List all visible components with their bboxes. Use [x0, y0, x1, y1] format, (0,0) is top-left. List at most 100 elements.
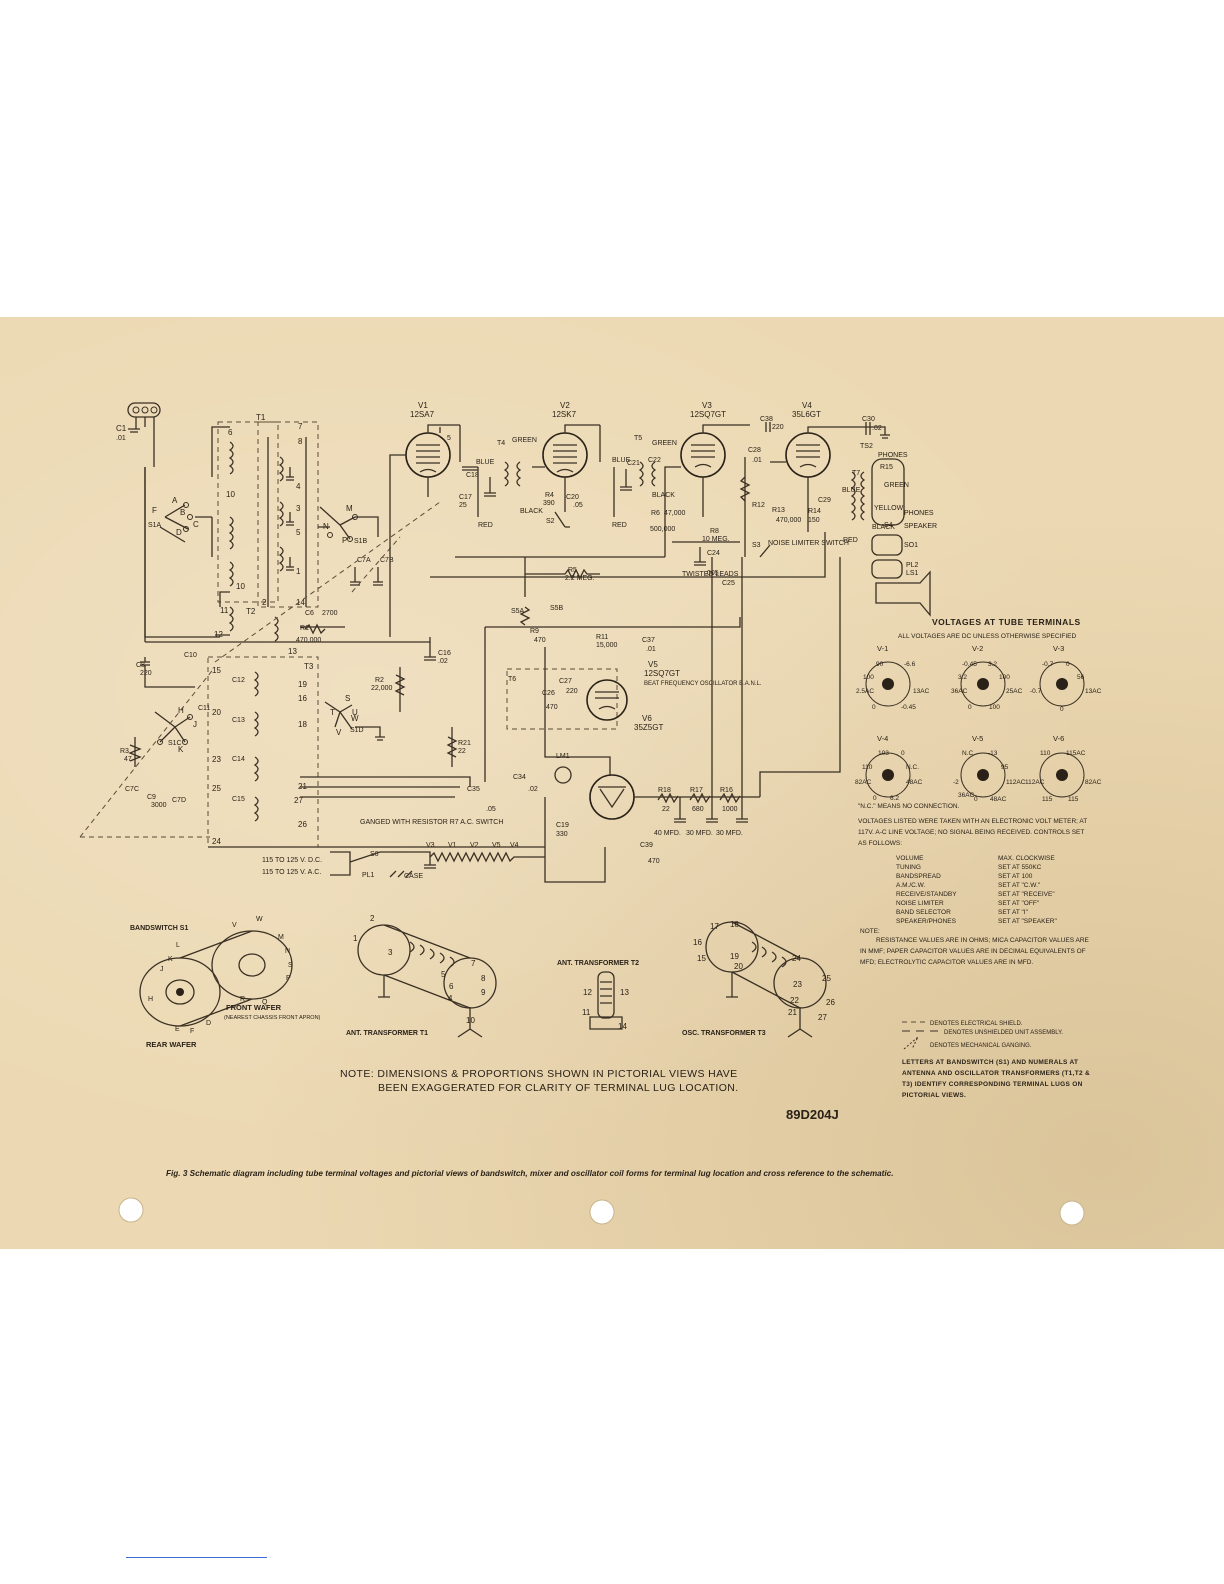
voltage-diagram-v2: V-2 -0.45 3.2 3.2 100 36AC 25AC 0 100: [951, 644, 1023, 711]
svg-text:SET AT "SPEAKER": SET AT "SPEAKER": [998, 918, 1057, 925]
svg-text:14: 14: [618, 1022, 627, 1031]
svg-text:R17: R17: [690, 787, 703, 794]
svg-text:100: 100: [999, 674, 1010, 681]
voltage-diagram-v1: V-1 90 -6.6 100 2.5AC 13AC 0 -0.45: [856, 644, 930, 711]
svg-text:12SQ7GT: 12SQ7GT: [690, 410, 726, 419]
filter-network: R18 22 R17 680 R16 1000 40 MFD. 30 MFD. …: [634, 787, 760, 837]
svg-text:95: 95: [1001, 764, 1009, 771]
svg-text:13: 13: [620, 988, 629, 997]
svg-text:V-4: V-4: [877, 734, 888, 743]
svg-text:R12: R12: [752, 502, 765, 509]
svg-text:R9: R9: [530, 628, 539, 635]
svg-text:13: 13: [288, 647, 297, 656]
svg-text:V3: V3: [702, 401, 712, 410]
svg-text:B: B: [180, 508, 185, 517]
svg-text:470: 470: [648, 858, 660, 865]
ant-transformer-t1-pictorial: 21 37 89 105 64 ANT. TRANSFORMER T1: [346, 914, 497, 1038]
svg-text:LS1: LS1: [906, 570, 919, 577]
svg-text:R13: R13: [772, 507, 785, 514]
svg-text:25: 25: [459, 502, 467, 509]
svg-text:R4: R4: [545, 492, 554, 499]
svg-text:V-3: V-3: [1053, 644, 1064, 653]
svg-text:PL1: PL1: [362, 872, 375, 879]
svg-text:47: 47: [124, 756, 132, 763]
svg-text:20: 20: [212, 708, 221, 717]
t3-oscillator-coils: T3 15 19 20 16 18 23 25 21 27 26 24 C12 …: [207, 656, 319, 848]
svg-text:0: 0: [974, 796, 978, 803]
t4-if-transformer: BLUE T4 GREEN C18 C17 25 RED BLACK: [459, 425, 543, 529]
svg-text:115AC: 115AC: [1066, 750, 1086, 757]
svg-text:S2: S2: [546, 518, 555, 525]
line-input: GANGED WITH RESISTOR R7 A.C. SWITCH S6 1…: [262, 819, 545, 880]
svg-text:25AC: 25AC: [1006, 688, 1023, 695]
svg-text:-0.45: -0.45: [901, 704, 916, 711]
svg-text:R5: R5: [568, 567, 577, 574]
svg-text:FRONT WAFER: FRONT WAFER: [226, 1003, 282, 1012]
svg-text:M: M: [278, 934, 284, 941]
s1-bandswitch-section-a: A B F S1A D C: [144, 467, 220, 638]
svg-text:S1D: S1D: [350, 727, 364, 734]
svg-text:N: N: [285, 948, 290, 955]
svg-text:R: R: [240, 996, 245, 1003]
svg-text:115: 115: [1068, 796, 1079, 803]
svg-text:DENOTES MECHANICAL GANGING.: DENOTES MECHANICAL GANGING.: [930, 1043, 1032, 1049]
t1-antenna-coils: T1 6 10 10 11 12: [211, 413, 279, 639]
svg-text:TS2: TS2: [860, 443, 873, 450]
svg-text:5: 5: [296, 528, 301, 537]
svg-text:ANT. TRANSFORMER T1: ANT. TRANSFORMER T1: [346, 1030, 428, 1037]
schematic-sheet: C1 .01 T1 6 10 10 11 12 A B F S1A D C 7 …: [0, 317, 1224, 1249]
svg-text:P: P: [286, 975, 291, 982]
drawing-number: 89D204J: [786, 1107, 839, 1122]
svg-text:3.2: 3.2: [988, 661, 997, 668]
svg-text:C: C: [193, 520, 199, 529]
svg-text:18: 18: [298, 720, 307, 729]
svg-text:.01: .01: [116, 435, 126, 442]
svg-text:N.C.: N.C.: [906, 764, 919, 771]
legend: DENOTES ELECTRICAL SHIELD. DENOTES UNSHI…: [902, 1021, 1090, 1099]
svg-text:C7A: C7A: [357, 557, 371, 564]
svg-text:2: 2: [370, 914, 375, 923]
svg-text:V5: V5: [492, 842, 501, 849]
svg-text:TUNING: TUNING: [896, 864, 921, 871]
svg-text:SET AT "RECEIVE": SET AT "RECEIVE": [998, 891, 1055, 898]
svg-text:25: 25: [212, 784, 221, 793]
svg-text:-6.6: -6.6: [904, 661, 916, 668]
svg-text:12SK7: 12SK7: [552, 410, 577, 419]
svg-text:V5: V5: [648, 660, 658, 669]
svg-text:V: V: [232, 922, 237, 929]
svg-text:RED: RED: [843, 537, 858, 544]
svg-text:SET AT "I": SET AT "I": [998, 909, 1029, 916]
svg-text:220: 220: [772, 424, 784, 431]
svg-text:47,000: 47,000: [664, 510, 686, 517]
svg-text:20: 20: [734, 962, 743, 971]
svg-text:BANDSPREAD: BANDSPREAD: [896, 873, 941, 880]
svg-text:C16: C16: [438, 650, 451, 657]
svg-text:SPEAKER: SPEAKER: [904, 523, 937, 530]
svg-text:470,000: 470,000: [776, 517, 801, 524]
svg-text:T4: T4: [497, 440, 505, 447]
svg-text:BLACK: BLACK: [652, 492, 675, 499]
svg-text:115: 115: [1042, 796, 1053, 803]
voltage-diagram-v3: V-3 -0.7 0 56 -0.7 13AC 0: [1030, 644, 1102, 713]
svg-text:CASE: CASE: [404, 873, 423, 880]
svg-text:VOLUME: VOLUME: [896, 855, 924, 862]
voltage-conditions-note: VOLTAGES LISTED WERE TAKEN WITH AN ELECT…: [858, 818, 1088, 847]
svg-text:W: W: [351, 714, 359, 723]
svg-text:W: W: [256, 916, 263, 923]
svg-text:V1: V1: [448, 842, 457, 849]
svg-text:SPEAKER/PHONES: SPEAKER/PHONES: [896, 918, 957, 925]
t5-if-transformer: BLUE T5 GREEN RED BLACK C21 C22: [599, 425, 677, 529]
svg-text:S1C: S1C: [168, 740, 182, 747]
svg-text:V-1: V-1: [877, 644, 888, 653]
svg-text:C13: C13: [232, 717, 245, 724]
svg-text:V4: V4: [802, 401, 812, 410]
svg-text:C39: C39: [640, 842, 653, 849]
svg-text:S4: S4: [884, 522, 893, 529]
svg-text:DENOTES UNSHIELDED UNIT ASSEMB: DENOTES UNSHIELDED UNIT ASSEMBLY.: [944, 1030, 1063, 1036]
svg-text:VOLTAGES AT TUBE TERMINALS: VOLTAGES AT TUBE TERMINALS: [932, 617, 1081, 627]
svg-text:DENOTES ELECTRICAL SHIELD.: DENOTES ELECTRICAL SHIELD.: [930, 1021, 1023, 1027]
legend-note: LETTERS AT BANDSWITCH (S1) AND NUMERALS …: [902, 1059, 1090, 1099]
svg-text:C34: C34: [513, 774, 526, 781]
svg-text:C20: C20: [566, 494, 579, 501]
svg-text:J: J: [193, 720, 197, 729]
